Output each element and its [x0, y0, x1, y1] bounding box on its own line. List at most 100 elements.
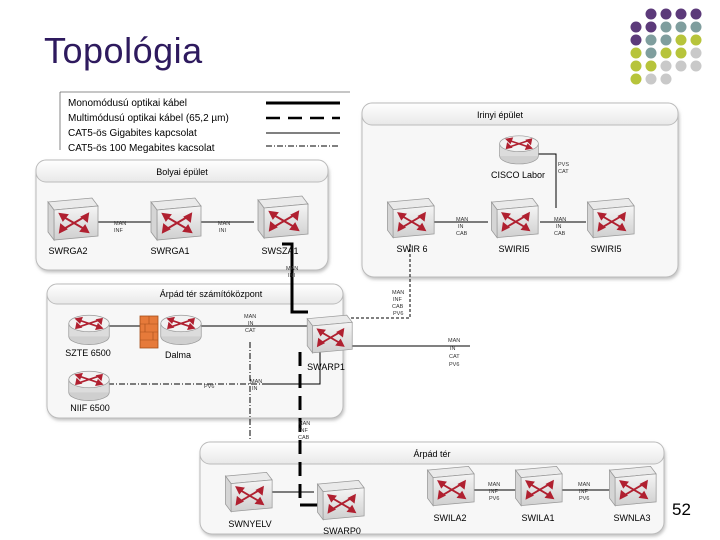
link-label: PV6 [204, 384, 214, 390]
legend-item-1: Monomódusú optikai kábel [68, 98, 187, 109]
link-label: CAT [558, 169, 569, 175]
decorative-dot [660, 34, 672, 46]
switch-icon[interactable] [47, 197, 99, 241]
decorative-dot [645, 60, 657, 72]
decorative-dot [645, 21, 657, 33]
link-label: CAT [449, 354, 460, 360]
device-label-swarp1: SWARP1 [307, 362, 345, 372]
link-label: INF [489, 489, 499, 495]
slide-title: Topológia [44, 30, 203, 71]
device-label-szte6500: SZTE 6500 [65, 348, 111, 358]
router-icon[interactable] [498, 134, 540, 165]
link-label: CAB [392, 304, 404, 310]
device-label-swiri5-a: SWIRI5 [498, 244, 529, 254]
legend-item-2: Multimódusú optikai kábel (65,2 µm) [68, 113, 229, 124]
link-label: MAN [488, 482, 500, 488]
switch-icon[interactable] [257, 195, 309, 239]
device-label-cisco-labor: CISCO Labor [491, 170, 545, 180]
link-label: MAN [298, 421, 310, 427]
legend: Monomódusú optikai kábel Multimódusú opt… [59, 91, 350, 154]
link-label: IN [252, 386, 258, 392]
link-label: PV6 [489, 496, 499, 502]
legend-item-4: CAT5-ös 100 Megabites kacsolat [68, 143, 215, 154]
link-label: IN [248, 321, 254, 327]
device-label-swnla3: SWNLA3 [613, 513, 650, 523]
switch-icon[interactable] [514, 465, 564, 507]
decorative-dot [645, 73, 657, 85]
switch-icon[interactable] [608, 465, 658, 507]
link-label: IN [556, 224, 562, 230]
decorative-dot [675, 60, 687, 72]
link-label: MAN [244, 314, 256, 320]
device-label-swiri5-b: SWIRI5 [590, 244, 621, 254]
device-label-swsza1: SWSZA1 [261, 246, 298, 256]
device-label-dalma: Dalma [165, 350, 191, 360]
link-label: MAN [456, 217, 468, 223]
link-label: PV6 [579, 496, 589, 502]
switch-icon[interactable] [386, 197, 436, 239]
link-label: CAB [554, 231, 566, 237]
link-labels: PVS CAT MAN IN CAB MAN IN CAB MAN INF MA… [114, 162, 590, 502]
group-arpad-label: Árpád tér [413, 449, 450, 459]
firewall-icon[interactable] [139, 315, 159, 349]
switch-icon[interactable] [586, 197, 636, 239]
link-label: MAN [392, 290, 404, 296]
decorative-dot [660, 73, 672, 85]
group-bolyai-label: Bolyai épület [156, 167, 208, 177]
device-label-swrga2: SWRGA2 [48, 246, 87, 256]
group-arpad-szk-label: Árpád tér számítóközpont [160, 289, 263, 299]
decorative-dot [690, 47, 702, 59]
decorative-dot [630, 73, 642, 85]
link-label: INF [299, 428, 309, 434]
switch-icon[interactable] [316, 479, 366, 521]
link-label: CAT [245, 328, 256, 334]
switch-icon[interactable] [224, 471, 274, 513]
decorative-dot [660, 8, 672, 20]
decorative-dot [645, 34, 657, 46]
link-label: IN [450, 346, 456, 352]
link-label: MAN [250, 379, 262, 385]
link-label: CAB [456, 231, 468, 237]
router-icon[interactable] [159, 314, 203, 346]
link-label: PV6 [393, 311, 403, 317]
decorative-dot [630, 21, 642, 33]
decorative-dot [675, 21, 687, 33]
device-label-swarp0: SWARP0 [323, 526, 361, 536]
link-label: CAB [298, 435, 310, 441]
link-label: MAN [114, 221, 126, 227]
switch-icon[interactable] [150, 197, 202, 241]
decorative-dot [630, 34, 642, 46]
device-label-swir6: SWIR 6 [396, 244, 427, 254]
link-label: PVS [558, 162, 569, 168]
decorative-dot [690, 60, 702, 72]
link-label: INF [393, 297, 403, 303]
switch-icon[interactable] [306, 314, 354, 354]
decorative-dot [630, 47, 642, 59]
link-label: MAN [286, 266, 298, 272]
router-icon[interactable] [67, 370, 111, 402]
device-label-swila2: SWILA2 [433, 513, 466, 523]
decorative-dot [645, 8, 657, 20]
router-icon[interactable] [67, 314, 111, 346]
link-label: MAN [578, 482, 590, 488]
devices: CISCO Labor SWIR 6 SWIRI5 SWIRI5 SWRGA2 … [47, 134, 658, 536]
link-label: MAN [554, 217, 566, 223]
decorative-dot [690, 34, 702, 46]
page-number: 52 [672, 500, 691, 519]
decorative-dot [660, 47, 672, 59]
decorative-dot [645, 47, 657, 59]
device-label-swrga1: SWRGA1 [150, 246, 189, 256]
switch-icon[interactable] [490, 197, 540, 239]
link-label: PV6 [449, 362, 459, 368]
decorative-dot [675, 34, 687, 46]
group-irinyi-label: Irinyi épület [477, 110, 524, 120]
link-label: INI [288, 273, 296, 279]
switch-icon[interactable] [426, 465, 476, 507]
decorative-dot [660, 60, 672, 72]
link-label: MAN [218, 221, 230, 227]
link-label: MAN [448, 338, 460, 344]
link-label: INI [219, 228, 227, 234]
decorative-dot [675, 47, 687, 59]
legend-item-3: CAT5-ös Gigabites kapcsolat [68, 128, 197, 139]
